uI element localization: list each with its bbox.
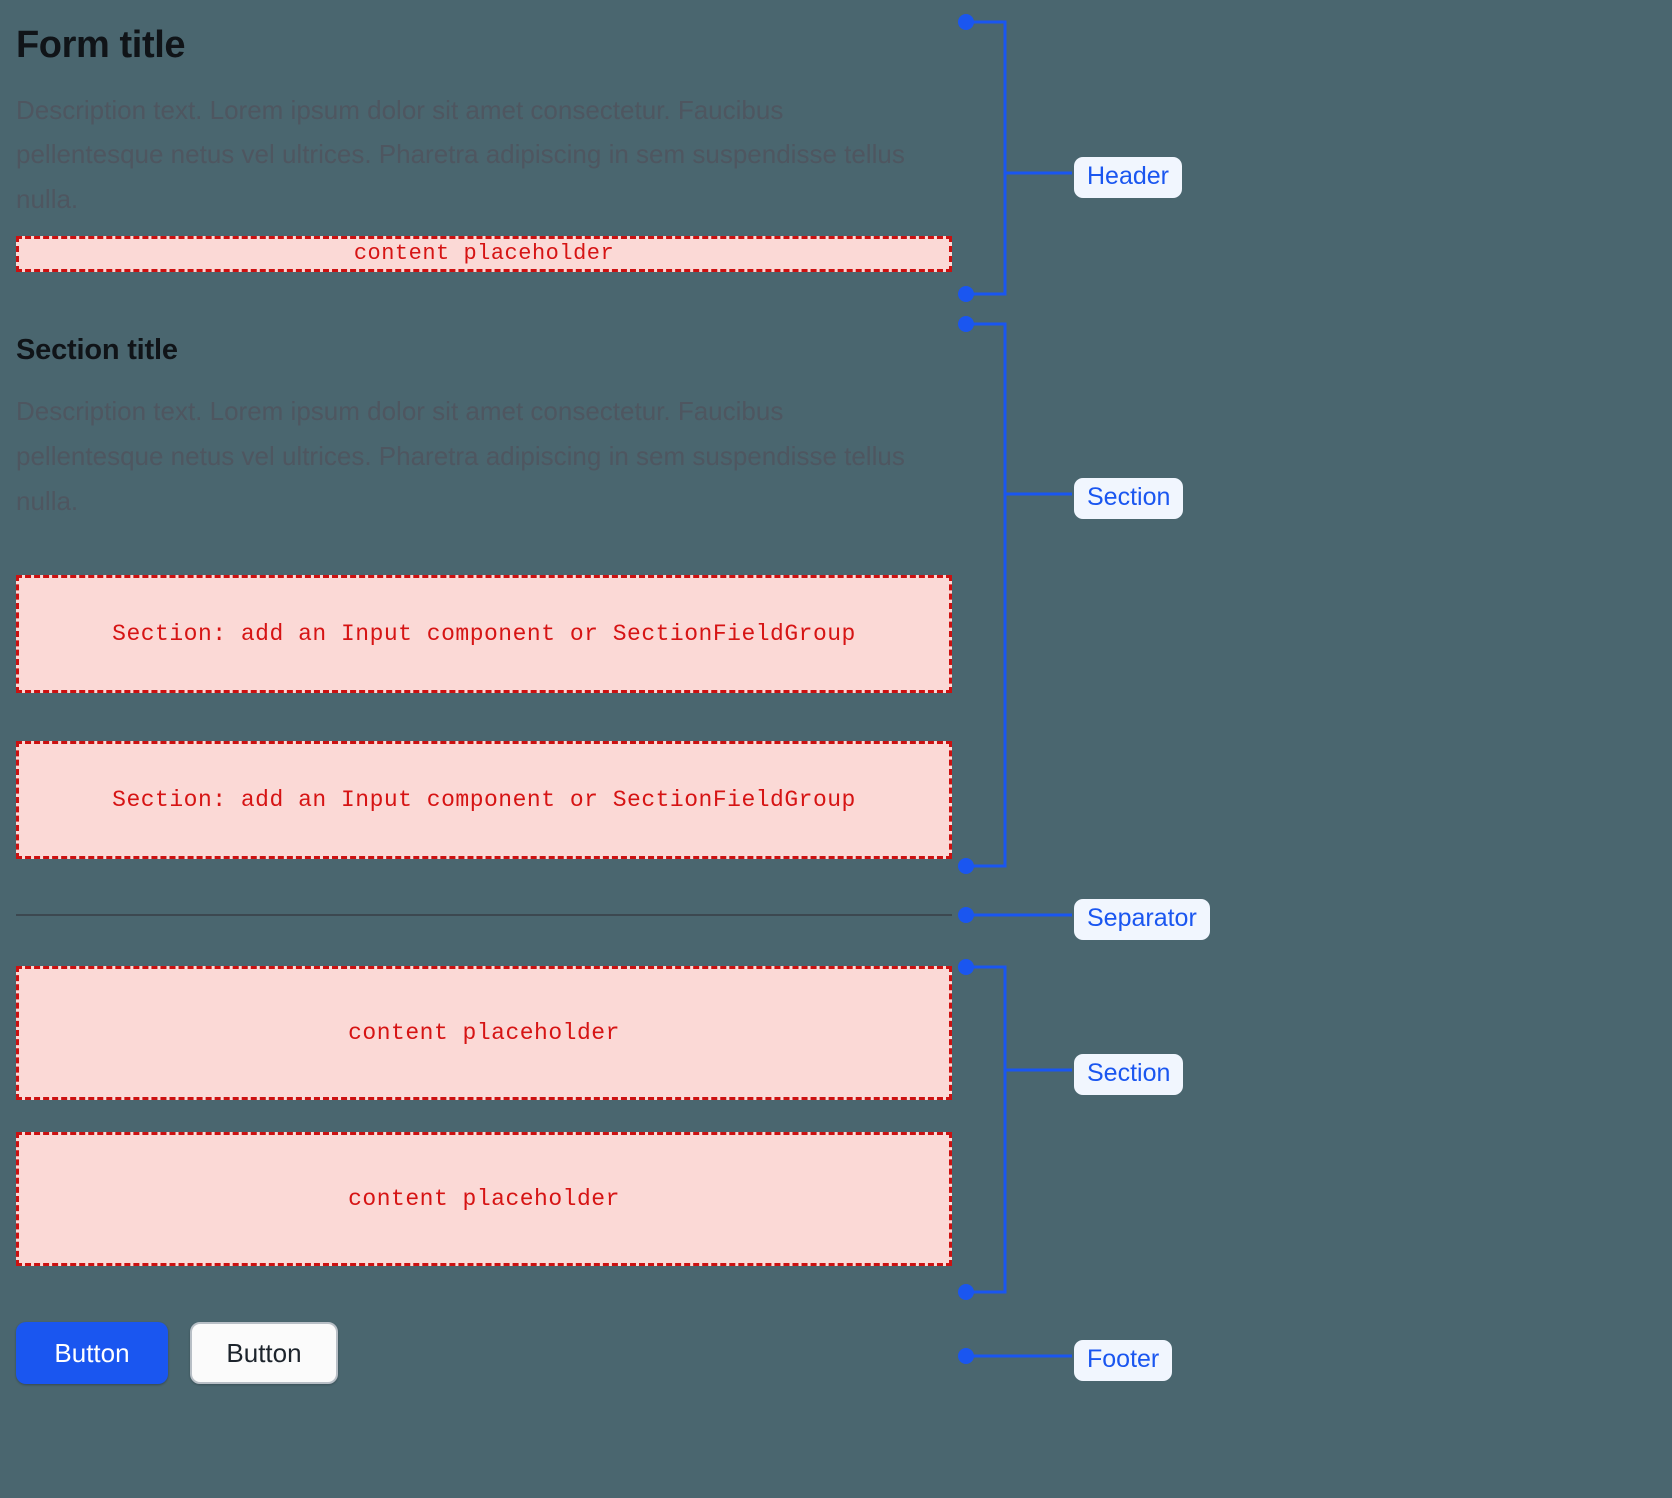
header-description: Description text. Lorem ipsum dolor sit … — [16, 94, 905, 215]
form-column: Form title Description text. Lorem ipsum… — [16, 0, 952, 1498]
section-one-placeholder-1: Section: add an Input component or Secti… — [16, 575, 952, 694]
annotation-label-section-lower[interactable]: Section — [1074, 1054, 1184, 1095]
section-two: content placeholder content placeholder — [16, 966, 952, 1267]
section-one-description: Description text. Lorem ipsum dolor sit … — [16, 396, 905, 516]
section-one-placeholder-2: Section: add an Input component or Secti… — [16, 741, 952, 860]
annotation-label-separator[interactable]: Separator — [1074, 899, 1210, 940]
form-footer: Button Button — [16, 1322, 952, 1385]
separator-connector — [958, 907, 1072, 923]
annotation-label-header[interactable]: Header — [1074, 157, 1182, 198]
footer-connector — [958, 1348, 1072, 1364]
form-header: Form title Description text. Lorem ipsum… — [16, 0, 952, 272]
primary-button[interactable]: Button — [16, 1322, 168, 1385]
section-one-title: Section title — [16, 333, 178, 366]
section-lower-connector — [958, 959, 1072, 1300]
annotation-label-footer[interactable]: Footer — [1074, 1340, 1173, 1381]
secondary-button[interactable]: Button — [190, 1322, 338, 1385]
page-title: Form title — [16, 24, 186, 66]
section-one: Section title Description text. Lorem ip… — [16, 334, 952, 860]
section-upper-connector — [958, 316, 1072, 874]
separator — [16, 914, 952, 917]
section-two-placeholder-1: content placeholder — [16, 966, 952, 1101]
header-connector — [958, 14, 1072, 302]
section-two-placeholder-2: content placeholder — [16, 1132, 952, 1267]
header-content-placeholder: content placeholder — [16, 235, 952, 272]
annotation-label-section-upper[interactable]: Section — [1074, 478, 1184, 519]
